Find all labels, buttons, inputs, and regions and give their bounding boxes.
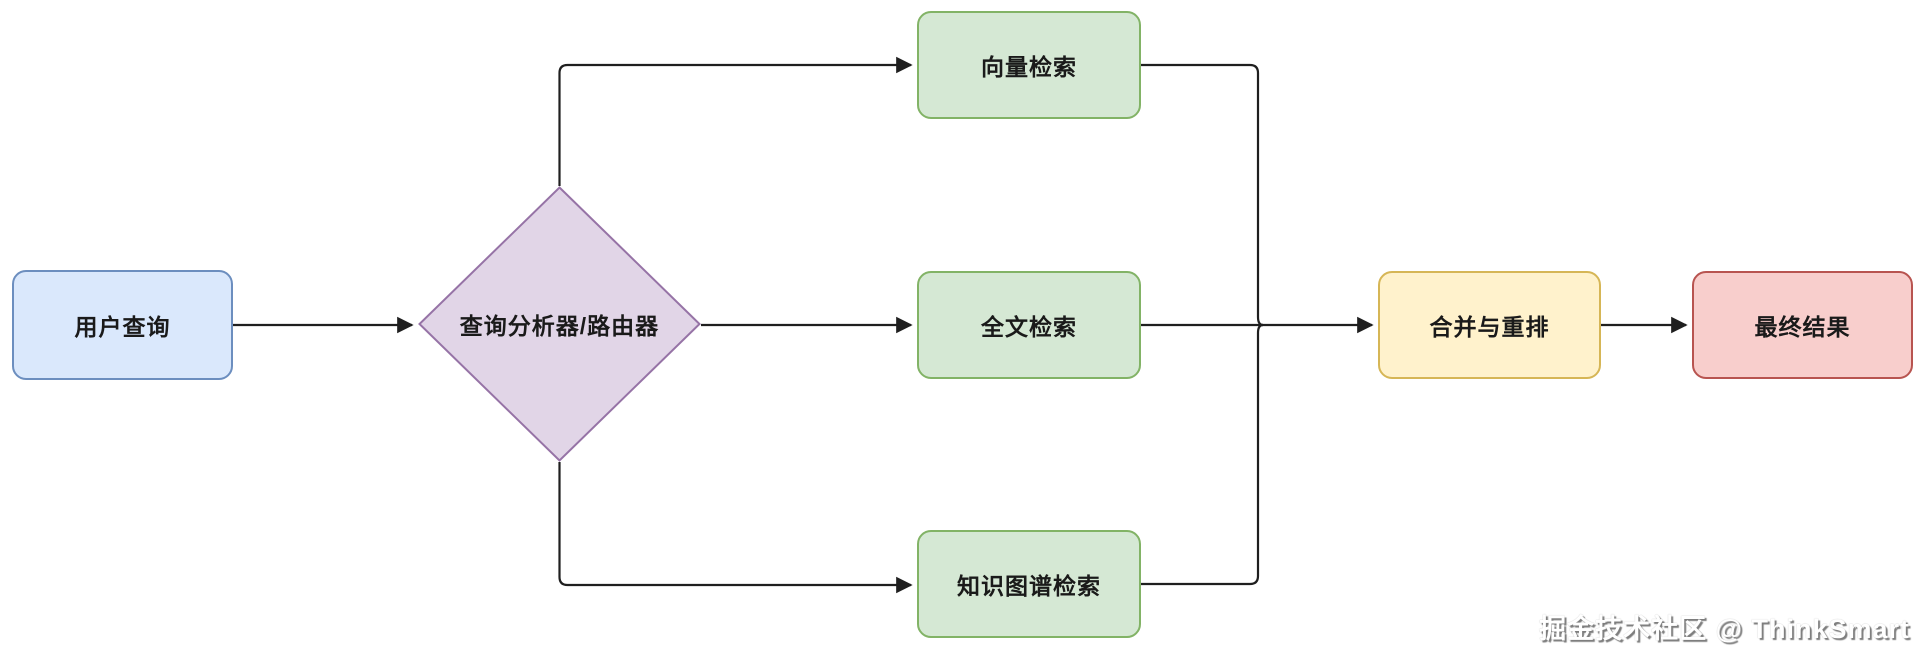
node-final-result: 最终结果: [1692, 271, 1913, 379]
node-vector-search: 向量检索: [917, 11, 1141, 119]
node-vector-search-label: 向量检索: [981, 54, 1077, 80]
node-query-router-label: 查询分析器/路由器: [459, 313, 660, 339]
node-query-router: 查询分析器/路由器: [418, 186, 701, 462]
edge-kg-to-trunk: [1141, 323, 1264, 586]
node-fulltext-search-label: 全文检索: [981, 314, 1077, 340]
node-user-query: 用户查询: [12, 270, 233, 380]
node-final-result-label: 最终结果: [1754, 314, 1851, 340]
edge-router-to-vector: [558, 56, 913, 186]
node-user-query-label: 用户查询: [74, 314, 171, 340]
watermark-text: 掘金技术社区 @ ThinkSmart: [1539, 614, 1910, 644]
node-knowledge-graph-search: 知识图谱检索: [917, 530, 1141, 638]
edge-vector-to-trunk: [1141, 63, 1264, 327]
node-knowledge-graph-search-label: 知识图谱检索: [957, 573, 1101, 599]
node-merge-rerank: 合并与重排: [1378, 271, 1601, 379]
node-fulltext-search: 全文检索: [917, 271, 1141, 379]
edge-router-to-kg: [558, 462, 913, 594]
node-merge-rerank-label: 合并与重排: [1429, 314, 1550, 340]
diamond-shape: [418, 186, 701, 462]
